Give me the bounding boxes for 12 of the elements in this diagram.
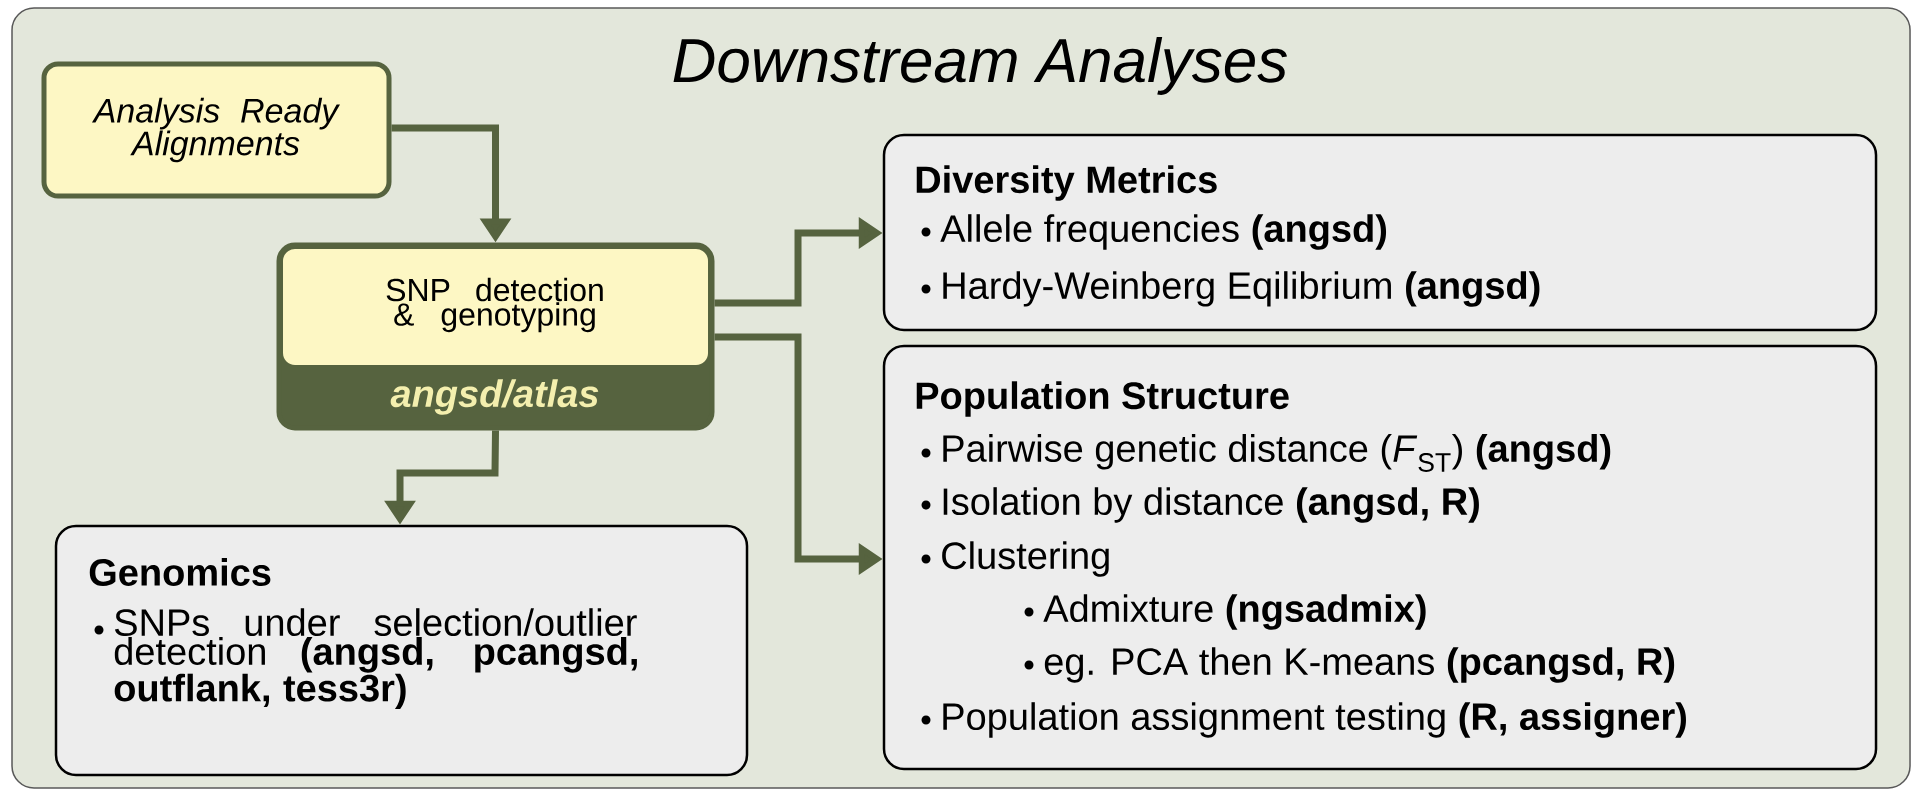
process-box: SNP detection & genotyping angsd/atlas xyxy=(276,242,715,431)
bullet-item: Isolation by distance (angsd, R) xyxy=(921,487,1479,523)
bullet-item: eg. PCA then K-means (pcangsd, R) xyxy=(1024,647,1675,683)
bullet-item: Clustering xyxy=(921,541,1109,577)
bullet-item: Admixture (ngsadmix) xyxy=(1024,594,1426,630)
input-box: Analysis Ready Alignments xyxy=(41,61,392,199)
bullet-item: Population assignment testing (R, assigner) xyxy=(921,702,1686,738)
bullet-item: SNPs under selection/outlier detection (angsd, pcangsd, outflank, tess3r) xyxy=(94,608,637,710)
bullet-item: Hardy-Weinberg Eqilibrium (angsd) xyxy=(921,271,1540,307)
panel-title: Downstream Analyses xyxy=(673,37,1287,95)
bullet-item: Allele frequencies (angsd) xyxy=(921,214,1387,250)
bullet-item: Pairwise genetic distance (F$_{ST}$) (angsd) xyxy=(921,434,1611,472)
